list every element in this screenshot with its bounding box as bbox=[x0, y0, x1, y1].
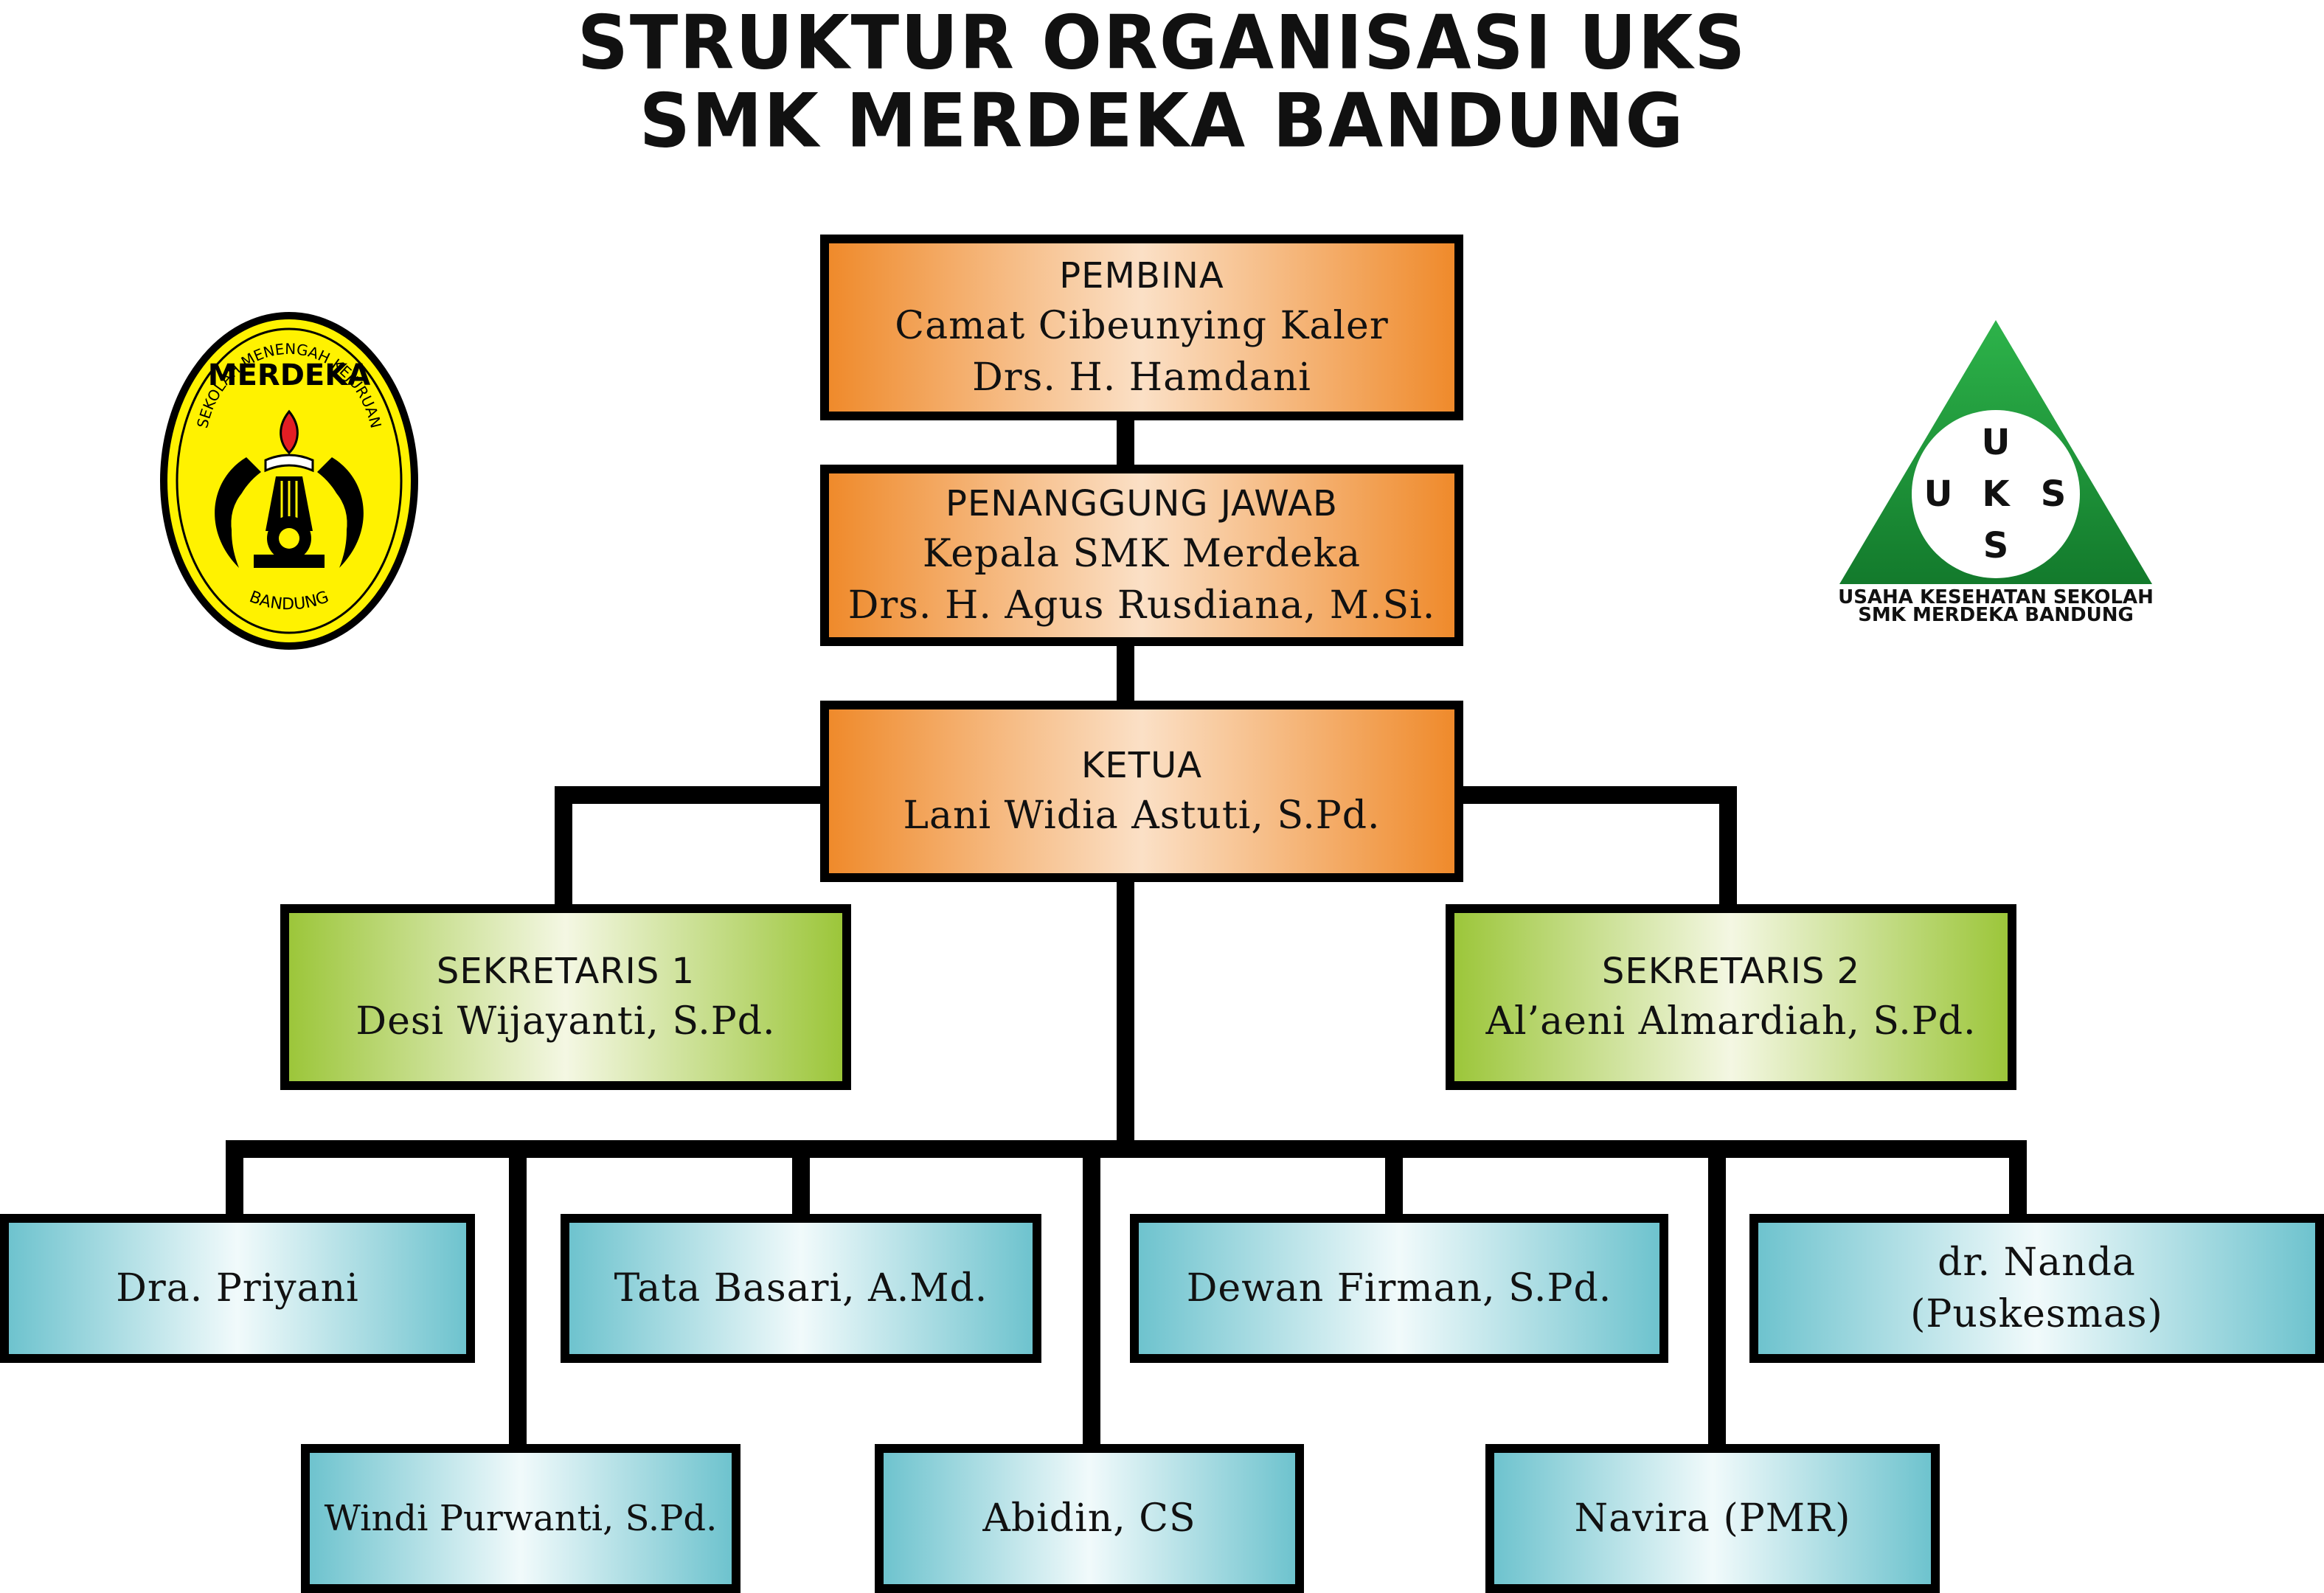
member-name-abidin: Abidin, CS bbox=[982, 1496, 1196, 1541]
member-name-navira: Navira (PMR) bbox=[1574, 1496, 1851, 1541]
sekretaris-1-name: Desi Wijayanti, S.Pd. bbox=[355, 999, 776, 1044]
connector-pembina-pj bbox=[1117, 419, 1134, 469]
connector-member-bar bbox=[226, 1140, 2027, 1158]
connector-pj-ketua bbox=[1117, 645, 1134, 704]
connector-drop-nanda bbox=[2009, 1140, 2027, 1220]
smk-merdeka-logo: SEKOLAH MENENGAH KEJURUAN MERDEKA BANDUN… bbox=[160, 312, 418, 650]
sekretaris-2-box: SEKRETARIS 2 Al’aeni Almardiah, S.Pd. bbox=[1446, 904, 2016, 1090]
connector-drop-abidin bbox=[1083, 1140, 1100, 1450]
connector-sekretaris1-drop bbox=[555, 786, 572, 910]
member-name-windi: Windi Purwanti, S.Pd. bbox=[324, 1498, 718, 1539]
connector-drop-navira bbox=[1708, 1140, 1726, 1450]
ketua-box: KETUA Lani Widia Astuti, S.Pd. bbox=[820, 701, 1463, 882]
member-box-navira: Navira (PMR) bbox=[1485, 1444, 1940, 1593]
connector-drop-dewan bbox=[1385, 1140, 1403, 1220]
chart-title-line-2: SMK MERDEKA BANDUNG bbox=[639, 77, 1685, 164]
member-box-windi: Windi Purwanti, S.Pd. bbox=[301, 1444, 740, 1593]
member-name-priyani: Dra. Priyani bbox=[116, 1266, 359, 1311]
uks-caption-2: SMK MERDEKA BANDUNG bbox=[1858, 604, 2134, 626]
pembina-role: PEMBINA bbox=[1059, 255, 1224, 296]
penanggung-jawab-line-2: Drs. H. Agus Rusdiana, M.Si. bbox=[847, 583, 1436, 628]
uks-letter-middle: K bbox=[1982, 473, 2011, 515]
connector-drop-tata bbox=[792, 1140, 810, 1220]
member-box-tata: Tata Basari, A.Md. bbox=[561, 1214, 1041, 1363]
uks-letter-top: U bbox=[1982, 422, 2011, 463]
penanggung-jawab-role: PENANGGUNG JAWAB bbox=[946, 483, 1338, 524]
member-name-dewan: Dewan Firman, S.Pd. bbox=[1186, 1266, 1612, 1311]
sekretaris-1-box: SEKRETARIS 1 Desi Wijayanti, S.Pd. bbox=[280, 904, 851, 1090]
ketua-name: Lani Widia Astuti, S.Pd. bbox=[903, 794, 1381, 838]
sekretaris-2-name: Al’aeni Almardiah, S.Pd. bbox=[1485, 999, 1977, 1044]
member-name-tata: Tata Basari, A.Md. bbox=[614, 1266, 988, 1311]
penanggung-jawab-line-1: Kepala SMK Merdeka bbox=[922, 532, 1362, 576]
pembina-line-1: Camat Cibeunying Kaler bbox=[895, 304, 1389, 348]
member-box-nanda: dr. Nanda (Puskesmas) bbox=[1749, 1214, 2324, 1363]
sekretaris-2-role: SEKRETARIS 2 bbox=[1601, 951, 1861, 992]
penanggung-jawab-box: PENANGGUNG JAWAB Kepala SMK Merdeka Drs.… bbox=[820, 465, 1463, 646]
connector-sekretaris2-drop bbox=[1719, 786, 1737, 910]
uks-letter-left: U bbox=[1924, 473, 1953, 515]
connector-ketua-trunk bbox=[1117, 878, 1134, 1158]
logo-merdeka-text: MERDEKA bbox=[208, 358, 370, 392]
connector-drop-windi bbox=[509, 1140, 527, 1450]
uks-letter-bottom: S bbox=[1983, 525, 2009, 566]
uks-caption-1: USAHA KESEHATAN SEKOLAH bbox=[1838, 586, 2154, 608]
member-box-abidin: Abidin, CS bbox=[875, 1444, 1304, 1593]
member-box-priyani: Dra. Priyani bbox=[0, 1214, 475, 1363]
sekretaris-1-role: SEKRETARIS 1 bbox=[436, 951, 696, 992]
connector-drop-priyani bbox=[226, 1140, 243, 1220]
member-name-nanda-line-2: (Puskesmas) bbox=[1910, 1292, 2163, 1336]
pembina-line-2: Drs. H. Hamdani bbox=[972, 355, 1311, 400]
member-name-nanda-line-1: dr. Nanda bbox=[1938, 1240, 2136, 1285]
member-box-dewan: Dewan Firman, S.Pd. bbox=[1130, 1214, 1668, 1363]
pembina-box: PEMBINA Camat Cibeunying Kaler Drs. H. H… bbox=[820, 235, 1463, 420]
chart-title-line-1: STRUKTUR ORGANISASI UKS bbox=[577, 0, 1747, 86]
uks-letter-right: S bbox=[2041, 473, 2067, 515]
ketua-role: KETUA bbox=[1081, 745, 1203, 786]
uks-logo: U U K S S USAHA KESEHATAN SEKOLAH SMK ME… bbox=[1838, 320, 2154, 626]
